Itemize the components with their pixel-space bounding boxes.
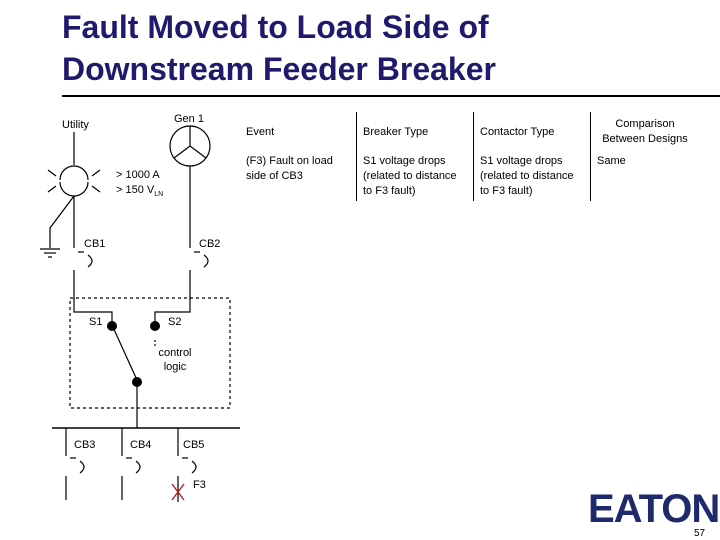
table-row: (F3) Fault on load side of CB3 S1 voltag… xyxy=(240,152,703,201)
eaton-logo: EATON xyxy=(588,487,720,531)
utility-transformer-symbol xyxy=(47,132,101,197)
page-title: Fault Moved to Load Side of Downstream F… xyxy=(62,6,662,90)
switch-blade xyxy=(111,324,138,381)
table-header-cell: Breaker Type xyxy=(356,112,474,152)
s2-label: S2 xyxy=(168,316,182,328)
table-header-cell: Contactor Type xyxy=(473,112,591,152)
page-title-line1: Fault Moved to Load Side of xyxy=(62,9,489,45)
page-title-line2: Downstream Feeder Breaker xyxy=(62,51,496,87)
current-threshold-label: > 1000 A xyxy=(116,169,160,181)
s2-contact-node xyxy=(150,321,160,331)
s1-contact-node xyxy=(107,321,117,331)
generator-symbol xyxy=(169,125,211,248)
utility-label: Utility xyxy=(62,119,89,131)
title-underline xyxy=(62,95,720,97)
cb5-label: CB5 xyxy=(183,439,205,451)
cb3-label: CB3 xyxy=(74,439,96,451)
table-cell: Same xyxy=(590,152,703,201)
table-header-cell: Event xyxy=(246,125,275,138)
cb4-label: CB4 xyxy=(130,439,152,451)
table-header-cell: Comparison Between Designs xyxy=(590,112,703,152)
table-cell: (F3) Fault on load side of CB3 xyxy=(246,155,333,182)
f3-fault-label: F3 xyxy=(193,479,206,491)
table-cell: S1 voltage drops (related to distance to… xyxy=(356,152,474,201)
cb2-breaker-symbol xyxy=(189,251,209,300)
fault-f3-marker xyxy=(171,483,185,501)
comparison-table: Event Breaker Type Contactor Type Compar… xyxy=(240,112,703,201)
cb2-label: CB2 xyxy=(199,238,221,250)
ground-symbol xyxy=(40,195,75,258)
control-logic-label: control logic xyxy=(150,346,200,374)
cb1-label: CB1 xyxy=(84,238,106,250)
s1-label: S1 xyxy=(89,316,103,328)
table-cell: S1 voltage drops (related to distance to… xyxy=(473,152,591,201)
voltage-threshold-label: > 150 VLN xyxy=(116,184,164,199)
page-number: 57 xyxy=(694,528,706,539)
cb1-breaker-symbol xyxy=(73,251,93,300)
transfer-switch-boundary xyxy=(69,297,231,409)
switch-common-node xyxy=(132,377,142,387)
generator-label: Gen 1 xyxy=(174,113,204,125)
table-header-row: Event Breaker Type Contactor Type Compar… xyxy=(240,112,703,152)
